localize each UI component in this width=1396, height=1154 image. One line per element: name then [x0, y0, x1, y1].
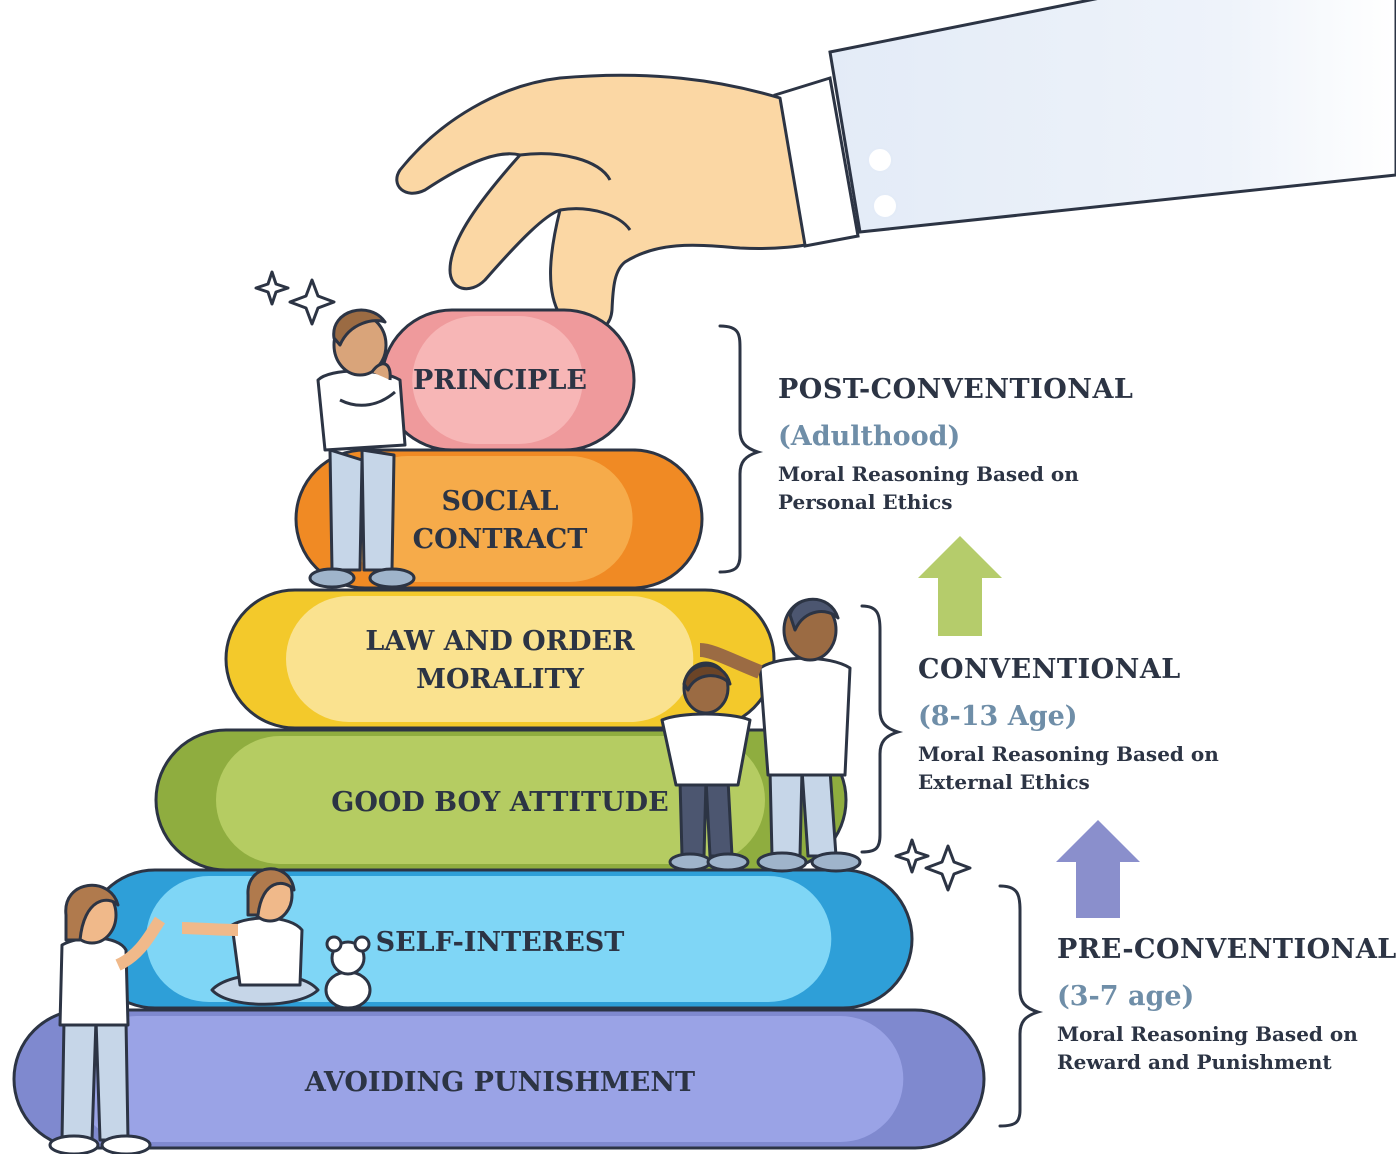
level-block-highlight	[216, 736, 765, 864]
teddy-bear-icon	[324, 935, 372, 1010]
level-block-highlight	[412, 316, 583, 444]
conventional-stage: CONVENTIONAL (8-13 Age) Moral Reasoning …	[918, 654, 1238, 796]
stage-title: PRE-CONVENTIONAL	[1057, 934, 1396, 965]
stage-description: Moral Reasoning Based on Reward and Puni…	[1057, 1022, 1358, 1074]
conventional-brace	[860, 604, 904, 854]
stage-description: Moral Reasoning Based on Personal Ethics	[778, 462, 1079, 514]
stage-age: (Adulthood)	[778, 421, 961, 452]
stage-age: (3-7 age)	[1057, 981, 1195, 1012]
up-arrow-icon	[918, 536, 1002, 636]
stage-title: POST-CONVENTIONAL	[778, 374, 1134, 405]
level-block-highlight	[344, 456, 633, 582]
stage-title: CONVENTIONAL	[918, 654, 1181, 685]
up-arrow-icon	[1056, 820, 1140, 918]
level-label: MORALITY	[416, 664, 585, 695]
level-label: SELF-INTEREST	[376, 927, 625, 958]
level-block-highlight	[146, 876, 832, 1002]
level-label: PRINCIPLE	[413, 365, 587, 396]
level-label: SOCIAL	[441, 486, 558, 517]
pre-conventional-stage: PRE-CONVENTIONAL (3-7 age) Moral Reasoni…	[1057, 934, 1396, 1076]
level-block-highlight	[286, 596, 694, 722]
stage-description: Moral Reasoning Based on External Ethics	[918, 742, 1219, 794]
level-block-principle: PRINCIPLE	[380, 308, 636, 452]
parent-figure	[48, 883, 166, 1154]
level-label: LAW AND ORDER	[365, 626, 635, 657]
sparkle-icon	[894, 838, 972, 892]
pre-conventional-brace	[998, 884, 1044, 1128]
sparkle-icon	[254, 270, 336, 326]
post-conventional-stage: POST-CONVENTIONAL (Adulthood) Moral Reas…	[778, 374, 1133, 516]
level-block-social-contract: SOCIAL CONTRACT	[294, 448, 704, 590]
post-conventional-brace	[718, 324, 764, 574]
child-figure	[660, 661, 752, 872]
level-label: AVOIDING PUNISHMENT	[304, 1067, 695, 1098]
stage-age: (8-13 Age)	[918, 701, 1078, 732]
sitting-child-figure	[181, 867, 320, 1006]
hand-illustration	[395, 0, 1396, 334]
level-block-law-and-order: LAW AND ORDER MORALITY	[224, 588, 776, 730]
level-label: GOOD BOY ATTITUDE	[331, 787, 668, 818]
level-block-self-interest: SELF-INTEREST	[84, 868, 914, 1010]
adult-thinking-figure	[308, 308, 416, 589]
level-block-highlight	[74, 1016, 904, 1142]
adult-figure	[699, 597, 862, 873]
level-block-avoiding-punishment: AVOIDING PUNISHMENT	[12, 1008, 986, 1150]
level-label: CONTRACT	[413, 524, 588, 555]
